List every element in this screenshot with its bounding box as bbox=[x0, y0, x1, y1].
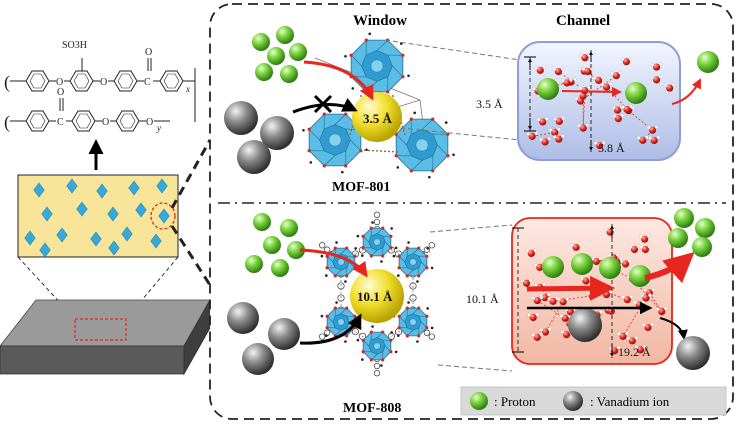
membrane-slab bbox=[0, 300, 210, 374]
ether-o-4: O bbox=[146, 117, 153, 128]
ether-o-3: O bbox=[102, 117, 109, 128]
dim-3-5-window: 3.5 Å bbox=[363, 111, 393, 126]
ether-o-2: O bbox=[100, 77, 107, 88]
mof801-label: MOF-801 bbox=[332, 180, 390, 195]
carbonyl-o-2: O bbox=[57, 87, 64, 98]
carbonyl-c-2: C bbox=[57, 117, 64, 128]
legend-vanadium-label: : Vanadium ion bbox=[590, 394, 670, 409]
channel-808: 19.2 Å bbox=[512, 218, 672, 364]
svg-text:(: ( bbox=[4, 72, 10, 93]
proton-exited-top bbox=[697, 51, 719, 73]
polymer-structure: ( O SO3H O C O x ( C O bbox=[4, 40, 195, 133]
legend-vanadium-icon bbox=[563, 391, 583, 411]
so3h-group: SO3H bbox=[62, 40, 87, 51]
svg-text:(: ( bbox=[4, 112, 10, 133]
legend: : Proton : Vanadium ion bbox=[461, 387, 726, 415]
dim-19-2: 19.2 Å bbox=[618, 345, 651, 359]
dim-10-1-window: 10.1 Å bbox=[357, 289, 393, 304]
vanadium-exited bbox=[676, 336, 710, 370]
carbonyl-o-1: O bbox=[145, 47, 152, 58]
dim-3-5-channel: 3.5 Å bbox=[476, 97, 503, 111]
legend-proton-label: : Proton bbox=[494, 394, 536, 409]
legend-proton-icon bbox=[470, 392, 488, 410]
mof808-label: MOF-808 bbox=[343, 401, 401, 416]
channel-801: 5.8 Å bbox=[518, 42, 680, 160]
channel-heading: Channel bbox=[556, 13, 610, 29]
window-heading: Window bbox=[353, 13, 407, 29]
subscript-x: x bbox=[185, 84, 190, 94]
membrane-cross-section bbox=[18, 175, 178, 257]
carbonyl-c-1: C bbox=[144, 77, 151, 88]
subscript-y: y bbox=[156, 123, 161, 133]
dim-10-1-channel: 10.1 Å bbox=[466, 292, 499, 306]
dim-5-8: 5.8 Å bbox=[598, 141, 625, 155]
